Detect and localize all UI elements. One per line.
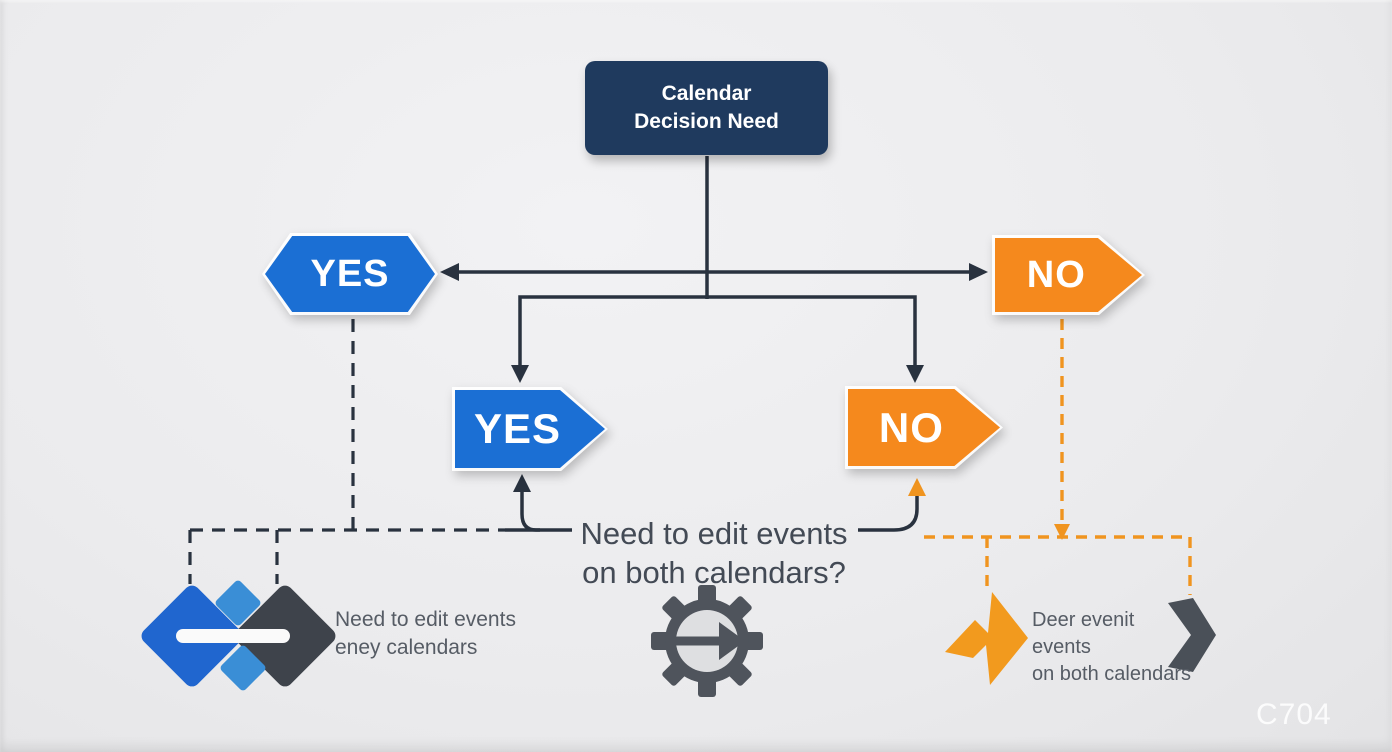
root-node-line1: Calendar <box>661 82 752 105</box>
no-sub-sign-outline: NO <box>845 386 1003 469</box>
watermark-text: C704 <box>1256 698 1332 731</box>
yes-sub-sign-node: YES <box>452 387 608 471</box>
question-line1: Need to edit events <box>580 516 848 551</box>
yes-sub-sign-label: YES <box>455 390 605 468</box>
caption-right-line2: events <box>1032 636 1091 658</box>
caption-right-line3: on both calendars <box>1032 663 1192 685</box>
question-line2: on both calendars? <box>582 555 846 590</box>
arrowhead-down-no-icon <box>906 365 924 383</box>
yes-hexagon-label: YES <box>265 236 435 312</box>
gear-arrow-icon <box>651 585 763 697</box>
caption-left-line1: Need to edit events <box>335 608 516 631</box>
sync-calendars-icon <box>141 580 336 691</box>
root-node-line2: Decision Need <box>634 110 779 133</box>
caption-right-line1: Deer evenit <box>1032 609 1135 631</box>
no-sign-outline: NO <box>992 235 1145 315</box>
solid-connectors <box>447 156 981 532</box>
arrowhead-down-yes-icon <box>511 365 529 383</box>
sub-branch-line <box>518 295 917 376</box>
arrowhead-right-icon <box>969 263 988 281</box>
arrowhead-up-yes-icon <box>513 474 531 492</box>
caption-left-line2: eney calendars <box>335 636 478 659</box>
root-decision-node: Calendar Decision Need <box>585 61 828 155</box>
forward-zigzag-arrow-icon <box>945 592 1028 685</box>
yes-hexagon-outline: YES <box>262 233 438 315</box>
no-sub-sign-node: NO <box>845 386 1003 469</box>
no-sub-sign-label: NO <box>848 389 1000 466</box>
no-sign-label: NO <box>995 238 1142 312</box>
yes-sub-sign-outline: YES <box>452 387 608 471</box>
arrowhead-up-no-icon <box>908 478 926 496</box>
caption-right: Deer evenit events on both calendars <box>1032 607 1191 688</box>
arrowhead-left-icon <box>440 263 459 281</box>
question-text: Need to edit events on both calendars? <box>531 514 897 592</box>
no-sign-node: NO <box>992 235 1145 315</box>
caption-left: Need to edit events eney calendars <box>335 606 516 662</box>
arrowhead-orange-down-icon <box>1054 524 1070 540</box>
yes-hexagon-node: YES <box>262 233 438 315</box>
